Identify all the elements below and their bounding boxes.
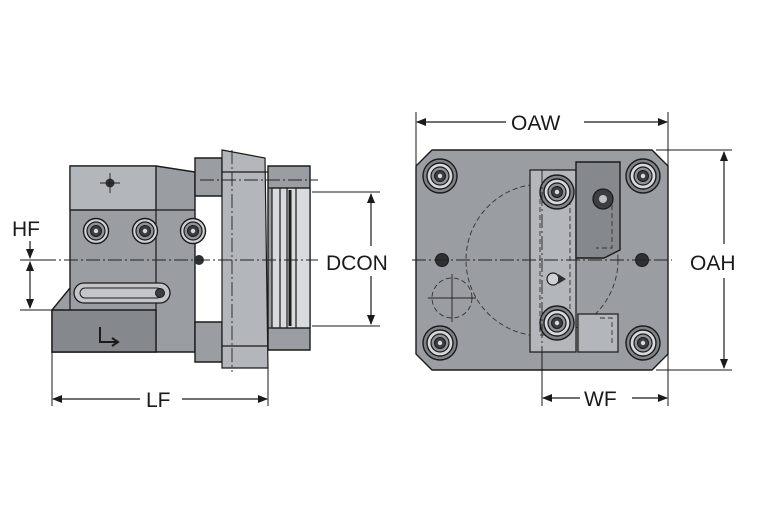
dim-label-hf: HF — [12, 218, 40, 241]
insert-holder — [529, 169, 577, 353]
holder-screw — [539, 305, 575, 341]
dim-lf: LF — [51, 352, 269, 412]
corner-screw — [422, 325, 458, 361]
tool-body-lower — [51, 309, 157, 353]
dim-label-oaw: OAW — [511, 112, 561, 135]
coolant-symbol — [99, 327, 116, 343]
dim-dcon: DCON — [312, 191, 388, 327]
dim-label-lf: LF — [146, 389, 171, 412]
holder-screw — [539, 174, 575, 210]
dim-oah: OAH — [656, 149, 736, 371]
corner-screw — [625, 158, 661, 194]
tool-body-top — [69, 165, 157, 211]
coolant-nozzle — [546, 272, 560, 286]
dim-label-oah: OAH — [690, 252, 736, 275]
front-view — [412, 149, 672, 371]
dim-label-dcon: DCON — [326, 252, 388, 275]
side-screw — [179, 217, 207, 245]
clamp-block-bottom — [194, 321, 223, 363]
side-view — [20, 149, 318, 372]
side-screw — [131, 217, 159, 245]
insert-seat — [577, 313, 619, 353]
clamp-block-top — [194, 157, 223, 197]
dim-label-wf: WF — [584, 388, 617, 411]
flange — [221, 149, 269, 369]
dim-hf: HF — [12, 218, 55, 311]
corner-screw — [422, 158, 458, 194]
insert-clamp — [575, 161, 621, 259]
corner-screw — [625, 325, 661, 361]
dim-wf: WF — [541, 352, 669, 411]
dim-oaw: OAW — [415, 112, 669, 166]
side-screw — [82, 217, 110, 245]
